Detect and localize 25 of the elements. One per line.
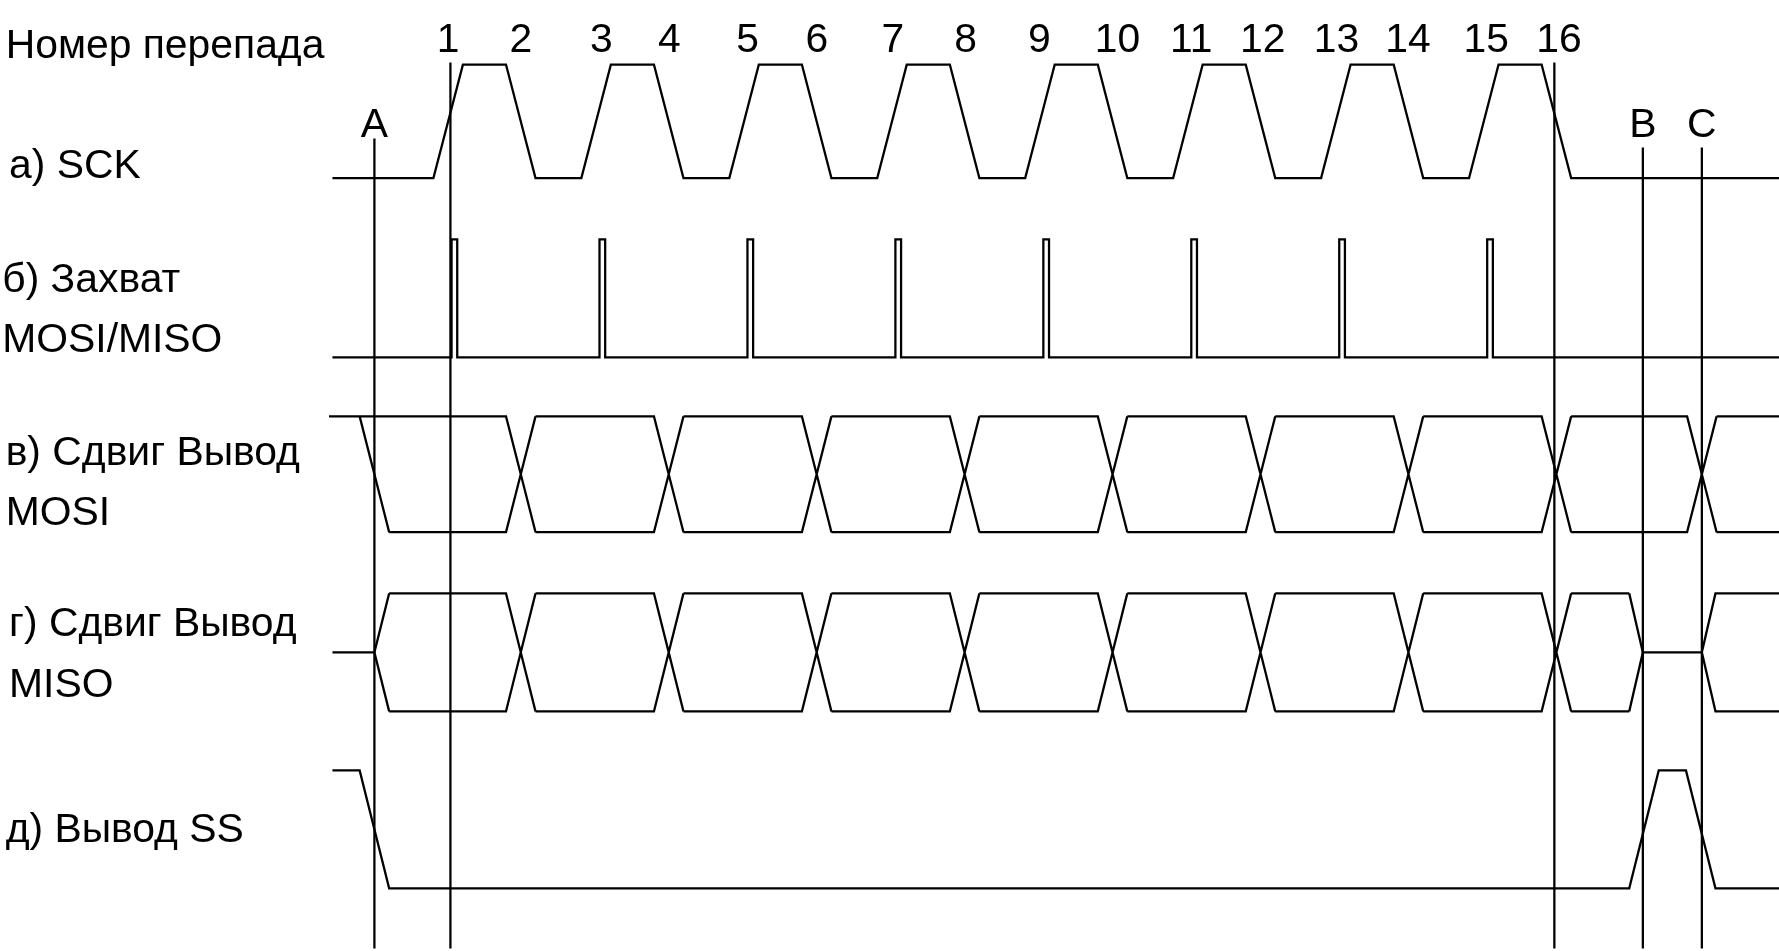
- edge-number: 4: [658, 14, 681, 63]
- edge-number: 9: [1027, 14, 1051, 63]
- edge-number: 13: [1313, 14, 1360, 63]
- edge-number: 7: [881, 14, 905, 63]
- marker-letter: B: [1629, 99, 1657, 148]
- signal-label: б) Захват MOSI/MISO: [2, 253, 224, 363]
- edge-number: 3: [589, 14, 613, 63]
- edge-number: 5: [736, 14, 760, 63]
- edge-number: 16: [1536, 14, 1582, 63]
- edge-number: 10: [1094, 14, 1141, 63]
- edge-number: 6: [805, 14, 829, 63]
- edge-number: 1: [436, 14, 460, 63]
- row-heading: Номер перепада: [5, 20, 325, 69]
- marker-letter: A: [360, 99, 389, 148]
- edge-number: 11: [1170, 14, 1213, 63]
- signal-label: в) Сдвиг Вывод MOSI: [5, 426, 301, 537]
- edge-number: 8: [954, 14, 977, 63]
- edge-number: 12: [1240, 14, 1286, 63]
- marker-letter: C: [1687, 99, 1717, 148]
- signal-label: д) Вывод SS: [5, 804, 244, 853]
- signal-label: а) SCK: [9, 140, 141, 189]
- edge-number: 15: [1463, 14, 1509, 63]
- edge-number: 2: [509, 14, 533, 63]
- signal-label: г) Сдвиг Вывод MISO: [9, 598, 298, 708]
- edge-number: 14: [1385, 14, 1431, 63]
